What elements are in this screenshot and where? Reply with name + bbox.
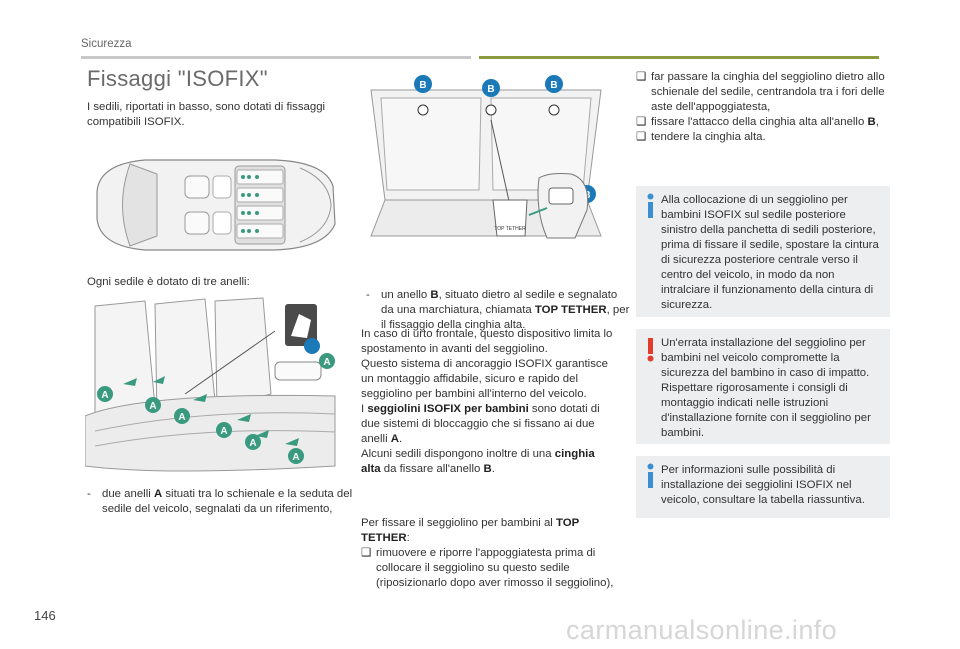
ring-a-label: A <box>323 357 330 368</box>
dash-marker: - <box>87 488 91 500</box>
info-note-seatbelt: Alla collocazione di un seggiolino per b… <box>636 186 890 317</box>
page-number: 146 <box>34 608 56 623</box>
paragraph-isofix-seats: I seggiolini ISOFIX per bambini sono dot… <box>361 403 600 445</box>
step-icon: ❑ <box>636 116 647 128</box>
intro-text: I sedili, riportati in basso, sono dotat… <box>87 101 326 128</box>
procedure-step: ❑fissare l'attacco della cinghia alta al… <box>636 116 879 128</box>
top-tether-procedure: Per fissare il seggiolino per bambini al… <box>361 516 617 591</box>
procedure-step: ❑far passare la cinghia del seggiolino d… <box>636 71 885 113</box>
header-rule <box>81 56 471 59</box>
warning-note: Un'errata installazione del seggiolino p… <box>636 329 890 444</box>
trunk-rings-b-figure: B B B B TOP TETHER <box>361 70 611 246</box>
top-tether-mark: TOP TETHER <box>494 226 526 232</box>
procedure-intro: Per fissare il seggiolino per bambini al… <box>361 517 580 544</box>
info-icon <box>647 193 654 218</box>
ring-a-label: A <box>101 390 108 401</box>
warning-icon <box>647 338 654 362</box>
ring-b-label: B <box>550 80 557 91</box>
dash-marker: - <box>366 289 370 301</box>
paragraph-frontal-impact: In caso di urto frontale, questo disposi… <box>361 328 613 355</box>
procedure-step: ❑rimuovere e riporre l'appoggiatesta pri… <box>361 547 614 589</box>
ring-b-label: B <box>419 80 426 91</box>
ring-a-label: A <box>149 401 156 412</box>
step-icon: ❑ <box>636 131 647 143</box>
ring-b-label: B <box>487 84 494 95</box>
vehicle-top-view-figure <box>85 150 340 260</box>
bullet-rings-a: - due anelli A situati tra lo schienale … <box>87 488 353 515</box>
step-icon: ❑ <box>636 71 647 83</box>
section-title: Sicurezza <box>81 38 132 50</box>
ring-a-label: A <box>249 438 256 449</box>
watermark: carmanualsonline.info <box>566 615 838 645</box>
header-rule-accent <box>479 56 879 59</box>
paragraph-top-strap: Alcuni sedili dispongono inoltre di una … <box>361 448 595 475</box>
seats-rings-a-figure: A A A A A A A <box>85 296 340 476</box>
page-title: Fissaggi "ISOFIX" <box>87 66 268 91</box>
procedure-steps-continued: ❑far passare la cinghia del seggiolino d… <box>636 70 896 145</box>
info-icon <box>647 463 654 488</box>
bullet-ring-b: - un anello B, situato dietro al sedile … <box>366 289 630 331</box>
ring-a-label: A <box>220 426 227 437</box>
rings-intro-text: Ogni sedile è dotato di tre anelli: <box>87 276 250 288</box>
info-note-table: Per informazioni sulle possibilità di in… <box>636 456 890 518</box>
ring-a-label: A <box>178 412 185 423</box>
paragraph-anchoring-system: Questo sistema di ancoraggio ISOFIX gara… <box>361 358 608 400</box>
isofix-description: In caso di urto frontale, questo disposi… <box>361 327 617 477</box>
procedure-step: ❑tendere la cinghia alta. <box>636 131 766 143</box>
step-icon: ❑ <box>361 547 372 559</box>
ring-a-label: A <box>292 452 299 463</box>
